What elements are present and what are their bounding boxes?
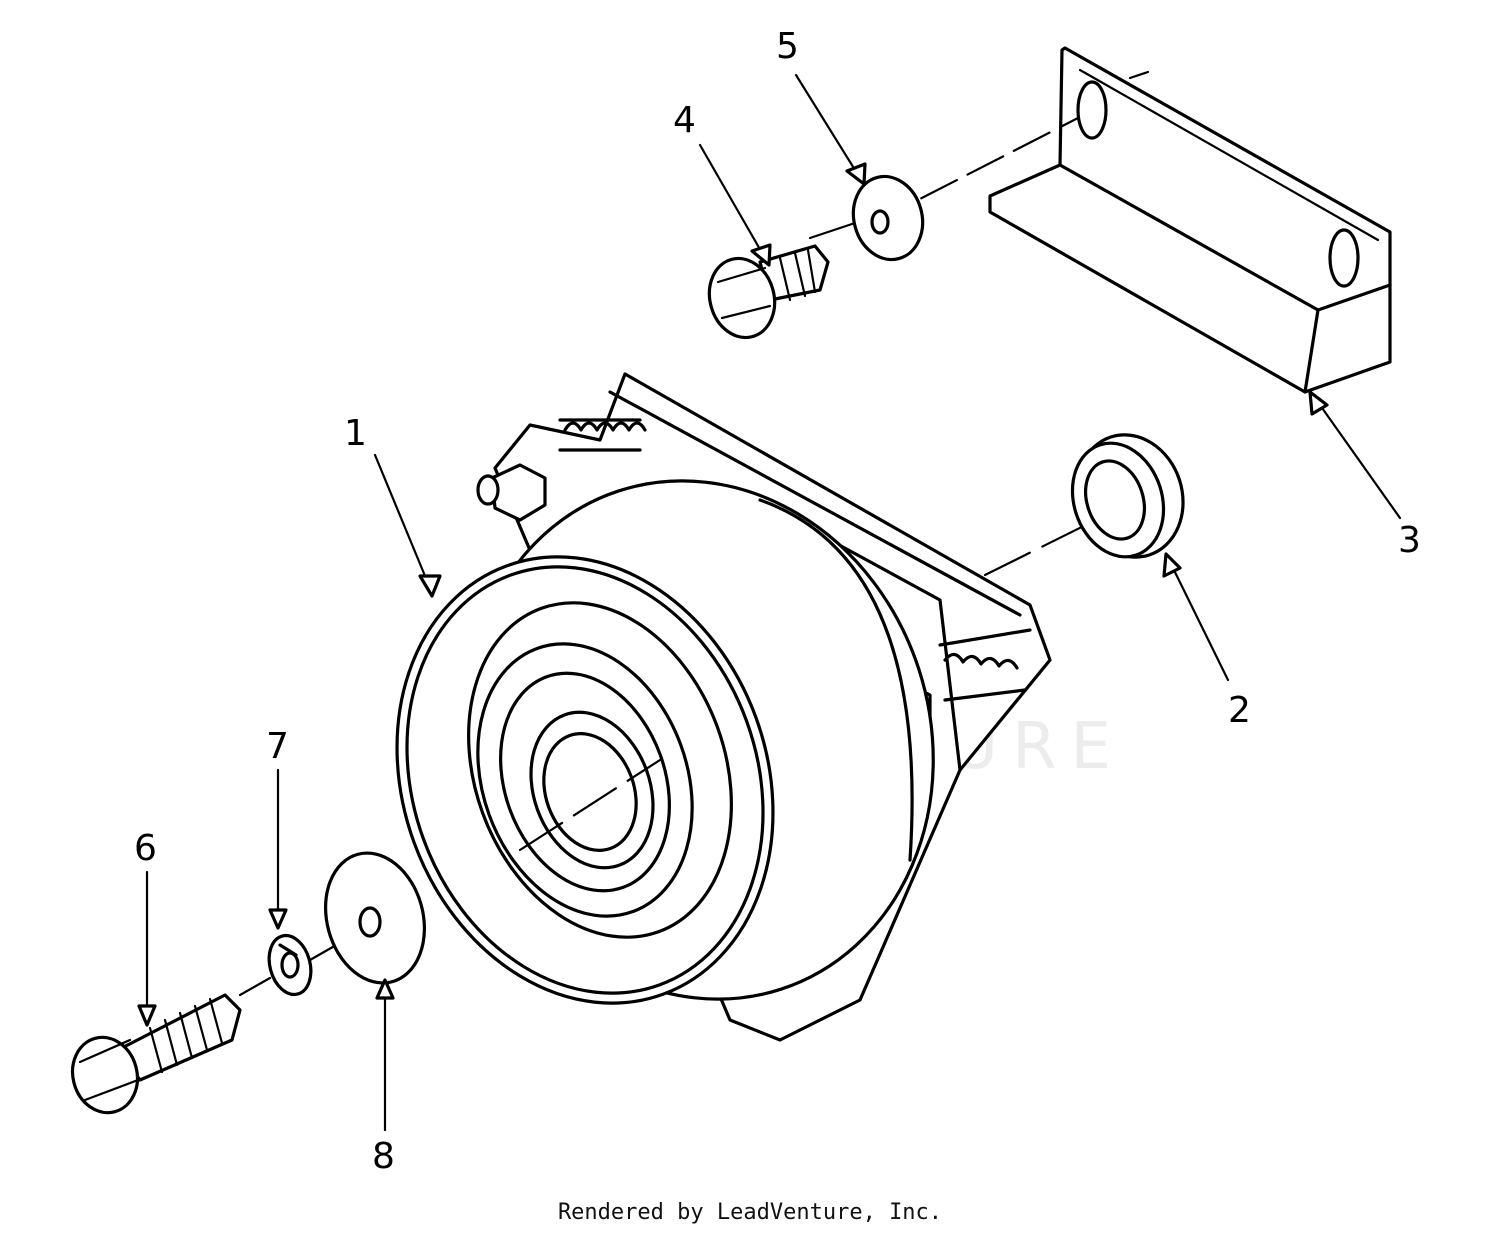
lockwasher-part-7[interactable] [263,931,317,999]
spacer-part-2[interactable] [1058,421,1198,571]
callout-7: 7 [266,726,289,767]
leader-lines [137,73,1402,1132]
callout-3: 3 [1398,520,1421,561]
callout-8: 8 [372,1136,395,1177]
footer-credit: Rendered by LeadVenture, Inc. [557,1200,943,1225]
bracket-part-3[interactable] [988,46,1392,394]
bolt-part-6[interactable] [64,993,242,1120]
callout-2: 2 [1228,690,1251,731]
bolt-part-4[interactable] [701,244,830,345]
clutch-part-1[interactable] [336,372,1052,1060]
callout-5: 5 [776,26,799,67]
callout-4: 4 [673,100,696,141]
callout-1: 1 [344,413,367,454]
washer-part-5[interactable] [844,169,931,268]
washer-part-8[interactable] [312,842,439,994]
callout-6: 6 [134,828,157,869]
